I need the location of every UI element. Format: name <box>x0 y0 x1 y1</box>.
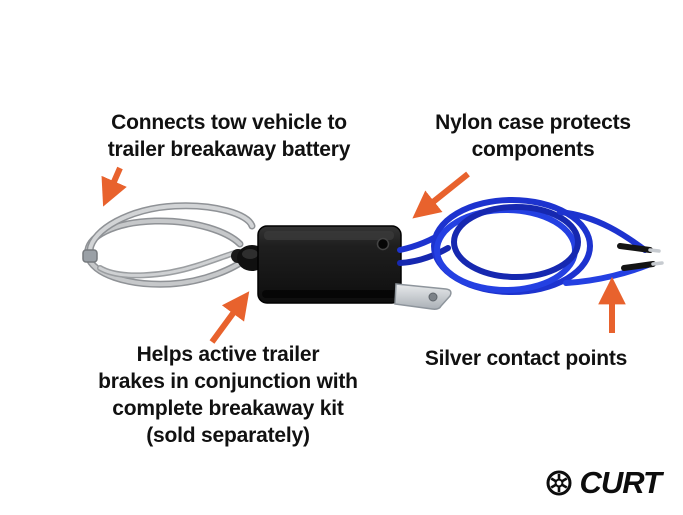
arrow-to-case <box>412 171 470 219</box>
callout-arrows <box>101 166 626 344</box>
annotation-nylon-case: Nylon case protects components <box>435 111 631 161</box>
mounting-bracket <box>394 283 452 310</box>
arrow-to-plunger <box>209 291 250 344</box>
curt-logo-text: CURT <box>579 465 662 500</box>
blue-wires <box>397 197 651 295</box>
case-screw-hole <box>376 237 390 251</box>
annotation-contact-points: Silver contact points <box>424 347 628 370</box>
breakaway-cable <box>82 202 256 288</box>
silver-contact-tips <box>617 243 664 271</box>
annotation-cable: Connects tow vehicle to trailer breakawa… <box>107 111 351 161</box>
nylon-case <box>257 225 402 304</box>
curt-emblem-icon <box>546 470 572 496</box>
curt-logo: CURT <box>545 465 662 501</box>
annotation-breakaway-kit: Helps active trailer brakes in conjuncti… <box>98 343 358 447</box>
arrow-to-cable <box>101 166 127 207</box>
